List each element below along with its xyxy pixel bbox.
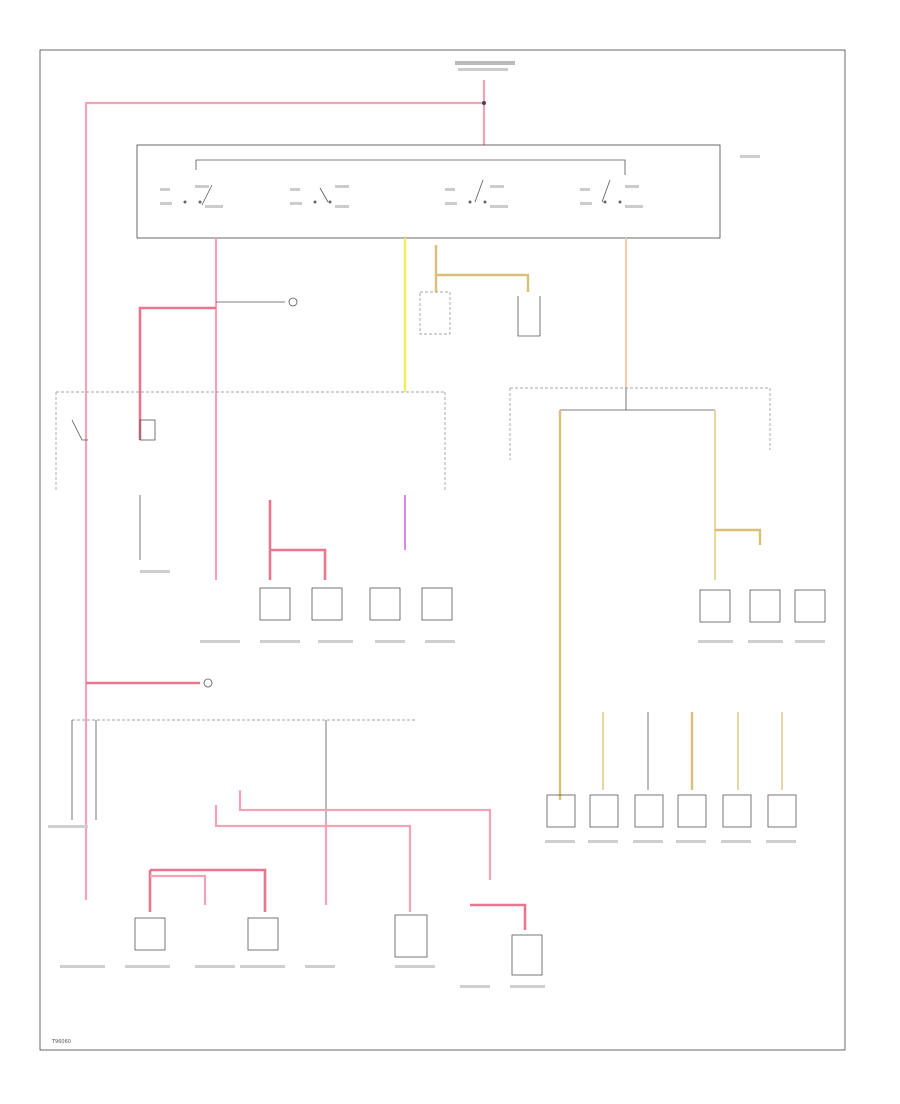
right-fuse-branch xyxy=(715,528,762,545)
ground-symbol xyxy=(288,297,298,307)
connector-box-2 xyxy=(517,296,541,337)
lower-pink-wire-5 xyxy=(150,868,267,912)
relay-feed-wire xyxy=(138,306,216,440)
comp-lead-2 xyxy=(270,548,327,580)
switch-bus xyxy=(195,159,626,175)
fuse-block-right xyxy=(510,387,771,450)
splice-node xyxy=(482,101,486,105)
lower-pink-wire-6 xyxy=(150,874,207,905)
lower-pink-wire-1 xyxy=(214,805,412,912)
ignition-switch-box xyxy=(136,144,721,239)
connector-box xyxy=(419,291,451,335)
ground-symbol-2 xyxy=(203,678,213,688)
relay-coil xyxy=(139,419,156,441)
components-right-row xyxy=(546,712,797,828)
components-bottom-row xyxy=(134,914,543,976)
relay-contact xyxy=(71,419,88,441)
diagram-frame xyxy=(39,49,846,1051)
label-placeholders xyxy=(48,155,825,988)
ignition-switch-contacts xyxy=(160,179,643,208)
top-feed-label xyxy=(455,61,515,71)
lower-pink-wire-7 xyxy=(470,903,527,930)
components-row-1 xyxy=(259,587,826,623)
footer-code: T96060 xyxy=(51,1039,71,1045)
left-feed-wire xyxy=(84,101,484,470)
lower-pink-wire-2 xyxy=(238,790,492,880)
start-output-wire xyxy=(434,245,530,292)
